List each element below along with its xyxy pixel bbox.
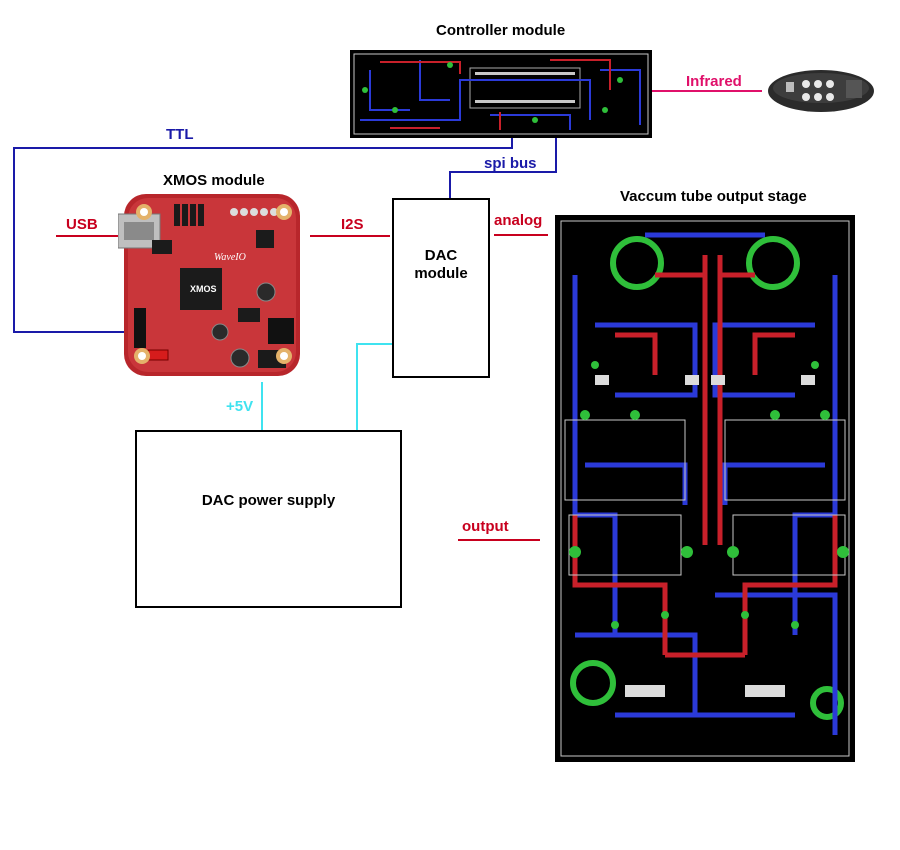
vacuum-tube-pcb-traces xyxy=(560,220,850,757)
ttl-label: TTL xyxy=(166,126,194,143)
dac-module-box: DAC module xyxy=(392,198,490,378)
remote-control-icon xyxy=(768,70,874,112)
xmos-module-title: XMOS module xyxy=(163,172,265,189)
dac-power-supply-label: DAC power supply xyxy=(201,492,336,509)
infrared-remote-image xyxy=(766,68,876,114)
usb-label: USB xyxy=(66,216,98,233)
dac-power-supply-box: DAC power supply xyxy=(135,430,402,608)
controller-pcb-traces xyxy=(353,53,649,135)
spi-bus-label: spi bus xyxy=(484,155,537,172)
psu-dac-wire xyxy=(356,343,392,430)
spi-wire xyxy=(449,137,557,198)
output-label: output xyxy=(462,518,509,535)
vacuum-tube-pcb-image xyxy=(555,215,855,762)
waveio-board-label: WaveIO xyxy=(214,252,246,263)
dac-module-label-line2: module xyxy=(414,265,468,282)
controller-pcb-image xyxy=(350,50,652,138)
plus5v-label: +5V xyxy=(226,398,254,415)
controller-module-title: Controller module xyxy=(436,22,566,39)
dac-module-label-line1: DAC xyxy=(424,247,458,264)
xmos-board-graphic: XMOS WaveIO xyxy=(117,194,300,376)
xmos-chip-label: XMOS xyxy=(190,284,217,294)
i2s-label: I2S xyxy=(341,216,364,233)
infrared-label: Infrared xyxy=(686,73,742,90)
ttl-wire xyxy=(13,132,513,333)
vacuum-stage-title: Vaccum tube output stage xyxy=(620,188,807,205)
xmos-board-image: XMOS WaveIO xyxy=(117,190,306,382)
analog-label: analog xyxy=(494,212,543,229)
